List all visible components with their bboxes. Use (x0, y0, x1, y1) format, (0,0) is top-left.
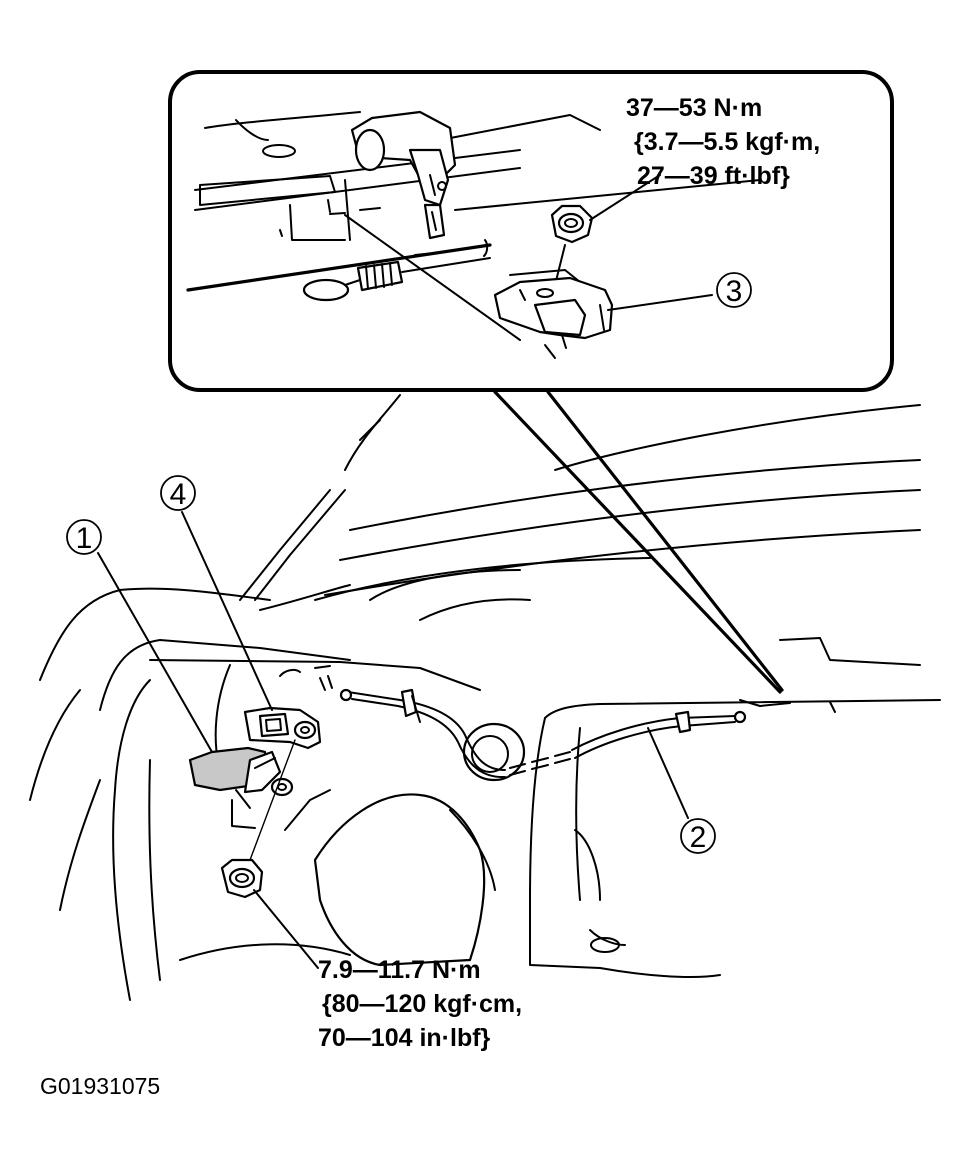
opener-bracket (243, 665, 333, 750)
inset-body-panel (186, 111, 761, 292)
lower-torque-leader (253, 889, 319, 969)
upper-torque-line2: {3.7—5.5 kgf·m, (634, 128, 820, 156)
nut-axis-line (249, 739, 296, 861)
callout-4-leader (181, 511, 273, 711)
callout-1-leader (97, 552, 213, 753)
callout-2: 2 (680, 818, 716, 854)
inset-frame (168, 70, 894, 392)
upper-torque-leader (589, 174, 661, 221)
callout-3-leader (607, 294, 713, 311)
callout-2-label: 2 (690, 821, 707, 854)
figure-id: G01931075 (40, 1073, 160, 1099)
release-cable (339, 688, 747, 779)
lower-torque-line2: {80—120 kgf·cm, (322, 990, 522, 1018)
main-body-view (29, 394, 941, 1001)
lower-torque-spec: 7.9—11.7 N·m {80—120 kgf·cm, 70—104 in·l… (318, 956, 522, 1052)
callout-4-label: 4 (170, 478, 187, 511)
callout-1-label: 1 (76, 522, 93, 555)
lower-torque-line3: 70—104 in·lbf} (318, 1024, 491, 1052)
detail-inset (168, 70, 894, 392)
lower-nut-icon (220, 858, 264, 899)
inset-striker-bracket (350, 110, 457, 240)
opener-lever (188, 746, 294, 829)
upper-torque-line3: 27—39 ft·lbf} (637, 162, 790, 190)
upper-torque-line1: 37—53 N·m (626, 94, 762, 122)
upper-torque-spec: 37—53 N·m {3.7—5.5 kgf·m, 27—39 ft·lbf} (626, 94, 820, 190)
inset-pointer (493, 390, 784, 694)
inset-nut-icon (550, 204, 594, 244)
callout-3-label: 3 (726, 275, 743, 308)
callout-1: 1 (66, 519, 102, 555)
callout-4: 4 (160, 475, 196, 511)
inset-cable-spring (302, 257, 491, 302)
callout-3: 3 (716, 272, 752, 308)
inset-latch-part (344, 214, 614, 359)
callout-2-leader (647, 727, 689, 819)
lower-torque-line1: 7.9—11.7 N·m (318, 956, 481, 984)
